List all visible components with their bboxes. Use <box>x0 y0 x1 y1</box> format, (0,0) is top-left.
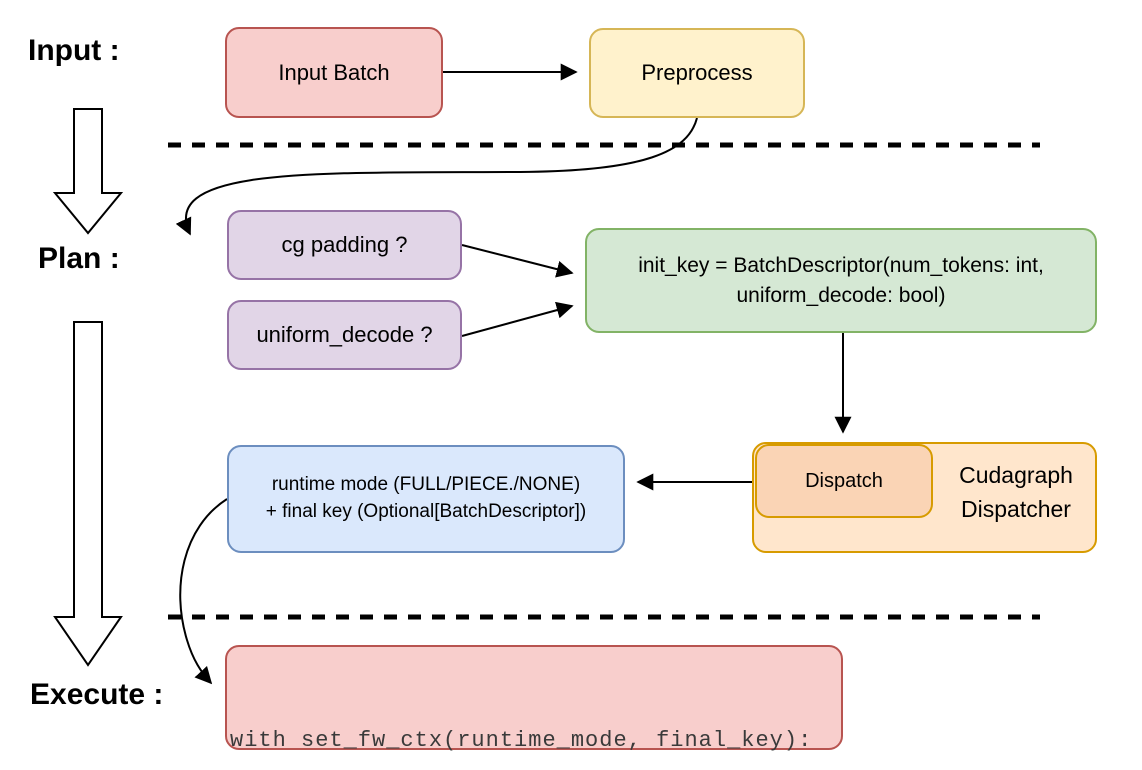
stage-label-plan: Plan : <box>38 242 120 275</box>
node-init-key-line2: uniform_decode: bool) <box>736 283 946 307</box>
node-runtime-mode-line1: runtime mode (FULL/PIECE./NONE) <box>271 474 581 496</box>
node-runtime-mode: runtime mode (FULL/PIECE./NONE) + final … <box>227 445 625 553</box>
stage-arrow-plan-to-execute <box>53 321 123 667</box>
node-runtime-mode-line2: + final key (Optional[BatchDescriptor]) <box>265 501 587 522</box>
node-init-key: init_key = BatchDescriptor(num_tokens: i… <box>585 228 1097 333</box>
arrow-preprocess-to-cg-padding <box>175 117 698 236</box>
node-cudagraph-dispatcher-line1: Cudagraph <box>959 462 1073 488</box>
arrow-cg-padding-to-init-key <box>461 244 574 278</box>
stage-label-execute: Execute : <box>30 678 164 711</box>
arrow-runtime-mode-to-execute-code <box>179 498 228 685</box>
node-uniform-decode: uniform_decode ? <box>227 300 462 370</box>
node-cudagraph-dispatcher-line2: Dispatcher <box>961 496 1071 522</box>
node-preprocess-label: Preprocess <box>641 60 753 85</box>
node-input-batch-label: Input Batch <box>278 59 390 85</box>
node-dispatch: Dispatch <box>755 444 933 518</box>
node-dispatch-label: Dispatch <box>805 469 883 492</box>
node-cg-padding-label: cg padding ? <box>281 232 408 257</box>
node-execute-code: with set_fw_ctx(runtime_mode, final_key)… <box>225 645 843 753</box>
node-init-key-line1: init_key = BatchDescriptor(num_tokens: i… <box>638 253 1044 277</box>
node-cg-padding: cg padding ? <box>227 210 462 280</box>
node-cudagraph-dispatcher-label: Cudagraph Dispatcher <box>937 458 1095 526</box>
node-uniform-decode-label: uniform_decode ? <box>256 322 433 347</box>
arrow-uniform-decode-to-init-key <box>461 301 574 337</box>
execute-code-line1: with set_fw_ctx(runtime_mode, final_key)… <box>230 728 813 753</box>
stage-label-input: Input : <box>28 34 120 67</box>
stage-arrow-input-to-plan <box>52 108 124 235</box>
node-preprocess: Preprocess <box>589 28 805 118</box>
node-input-batch: Input Batch <box>225 27 443 118</box>
